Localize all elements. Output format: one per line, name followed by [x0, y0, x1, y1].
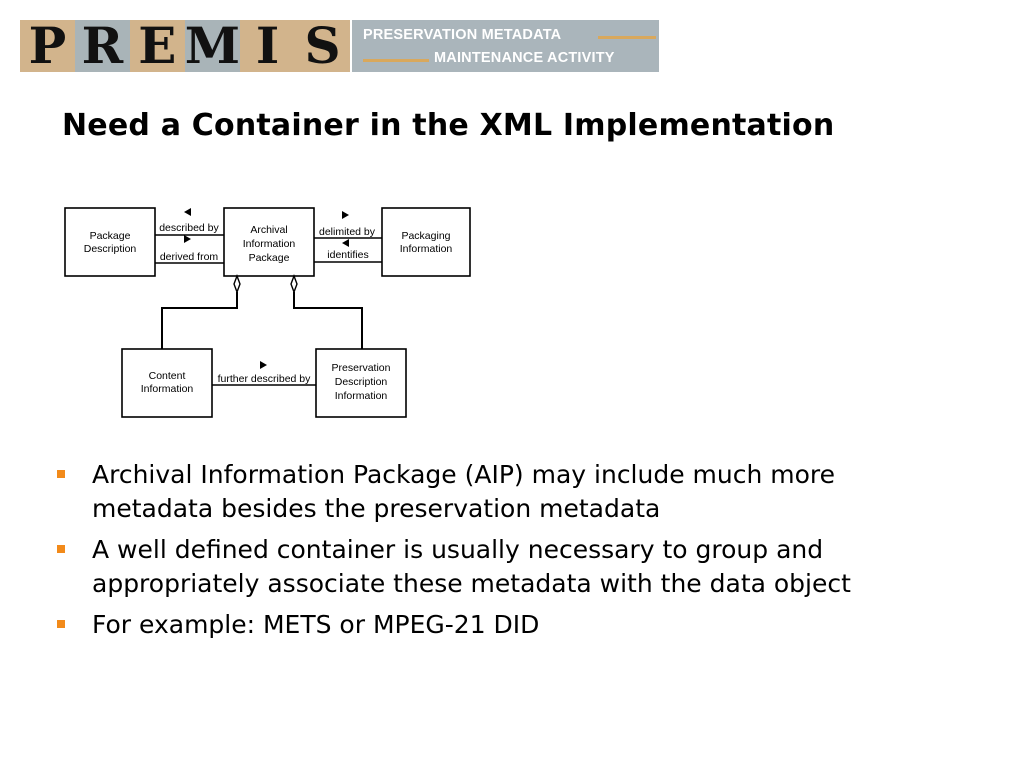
aip-line-2: Information [243, 238, 296, 250]
pi-line-1: Packaging [401, 230, 450, 242]
label-derived-from: derived from [160, 251, 219, 263]
pdi-line-1: Preservation [332, 362, 391, 374]
bullet-item: Archival Information Package (AIP) may i… [52, 458, 952, 526]
arrow-identifies [342, 239, 349, 247]
diagram-svg: Package Description Archival Information… [64, 207, 471, 418]
logo-letter-r: R [74, 20, 130, 72]
bullet-marker-icon [57, 545, 65, 553]
logo-letter-m: M [184, 16, 241, 75]
ci-line-1: Content [149, 370, 186, 382]
slide-title: Need a Container in the XML Implementati… [62, 108, 835, 143]
banner-subtitle: PRESERVATION METADATA MAINTENANCE ACTIVI… [352, 20, 659, 72]
bullet-marker-icon [57, 620, 65, 628]
aip-line-3: Package [249, 252, 290, 264]
bullet-text: Archival Information Package (AIP) may i… [92, 460, 836, 523]
oais-diagram: Package Description Archival Information… [60, 200, 480, 425]
arrow-delimited-by [342, 211, 349, 219]
aip-line-1: Archival [250, 224, 287, 236]
box-aip [223, 207, 315, 277]
arrow-further-described-by [260, 361, 267, 369]
bullet-marker-icon [57, 470, 65, 478]
pdi-line-2: Description [335, 376, 388, 388]
arrow-derived-from [184, 235, 191, 243]
logo-letter-s: S [295, 20, 350, 72]
bullet-text: A well defined container is usually nece… [92, 535, 851, 598]
premis-logo: P R E M I S [20, 20, 350, 72]
bullet-list: Archival Information Package (AIP) may i… [52, 458, 952, 649]
box-content-information [121, 348, 213, 418]
label-identifies: identifies [327, 249, 368, 261]
bullet-item: A well defined container is usually nece… [52, 533, 952, 601]
label-described-by: described by [159, 222, 219, 234]
box-package-description [64, 207, 156, 277]
logo-letter-e: E [129, 20, 185, 72]
logo-letter-i: I [240, 20, 296, 72]
line-aip-content [161, 292, 238, 349]
line-aip-pdi [293, 292, 363, 349]
label-delimited-by: delimited by [319, 226, 376, 238]
diamond-left [233, 274, 241, 294]
pi-line-2: Information [400, 243, 453, 255]
ci-line-2: Information [141, 383, 194, 395]
pd-line-1: Package [90, 230, 131, 242]
bullet-text: For example: METS or MPEG-21 DID [92, 610, 540, 639]
banner-rule-1 [598, 36, 656, 39]
pd-line-2: Description [84, 243, 137, 255]
banner-line-2: MAINTENANCE ACTIVITY [434, 50, 615, 66]
diamond-right [290, 274, 298, 294]
label-further-described-by: further described by [218, 373, 312, 385]
bullet-item: For example: METS or MPEG-21 DID [52, 608, 952, 642]
banner-rule-2 [363, 59, 429, 62]
box-packaging-information [381, 207, 471, 277]
pdi-line-3: Information [335, 390, 388, 402]
logo-letter-p: P [20, 20, 75, 72]
arrow-described-by [184, 208, 191, 216]
banner-line-1: PRESERVATION METADATA [363, 27, 562, 43]
